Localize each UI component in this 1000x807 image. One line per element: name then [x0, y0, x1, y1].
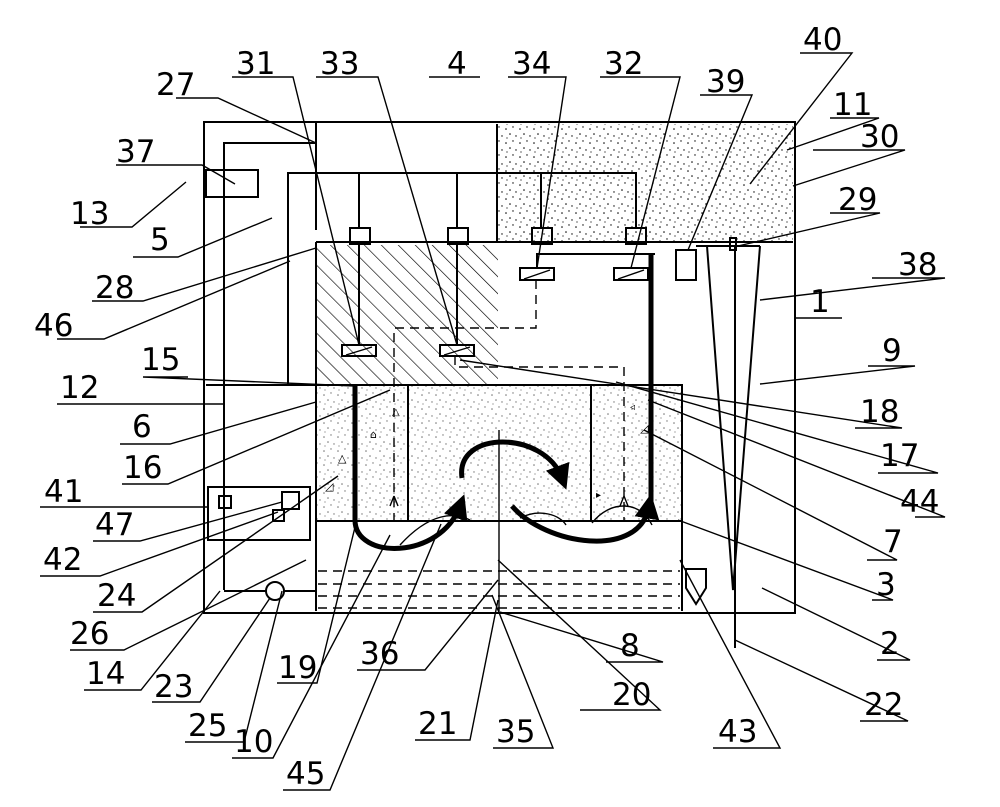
faint-flow-curve-3	[591, 505, 653, 526]
flow-arrow-left	[352, 385, 468, 551]
label-44: 44	[900, 484, 939, 520]
cone-funnel-38	[706, 245, 761, 591]
label-16: 16	[123, 450, 162, 486]
left-return-pipe	[223, 142, 316, 590]
label-29: 29	[838, 182, 877, 218]
label-46: 46	[34, 308, 73, 344]
label-6: 6	[132, 409, 152, 445]
valve-34-blade	[523, 269, 551, 280]
circulation-arrow-core	[459, 439, 570, 490]
label-42: 42	[43, 542, 82, 578]
label-20: 20	[612, 677, 651, 713]
inner-pipe-frame	[287, 172, 637, 385]
faint-flow-curve-1	[399, 514, 471, 546]
faint-flow-curve-2	[519, 512, 567, 526]
label-41: 41	[44, 474, 83, 510]
label-45: 45	[286, 756, 325, 792]
label-9: 9	[882, 333, 902, 369]
label-21: 21	[418, 706, 457, 742]
label-11: 11	[833, 87, 872, 123]
label-10: 10	[234, 724, 273, 760]
svg-text:◿: ◿	[640, 422, 649, 435]
svg-text:▸: ▸	[596, 490, 601, 501]
label-1: 1	[810, 284, 830, 320]
reference-labels: 31 33 4 34 32 39 40 11 30 27 37 29 13 38…	[34, 22, 939, 792]
label-7: 7	[883, 524, 903, 560]
label-28: 28	[95, 270, 134, 306]
sensor-box-39	[675, 249, 697, 281]
control-switch-41	[218, 495, 232, 509]
label-25: 25	[188, 708, 227, 744]
hatched-filter-block	[316, 245, 498, 385]
control-module-47	[281, 491, 300, 510]
svg-text:△: △	[338, 452, 347, 465]
flow-arrow-right	[510, 493, 660, 544]
svg-text:◃: ◃	[630, 402, 635, 413]
label-37: 37	[116, 134, 155, 170]
label-47: 47	[95, 507, 134, 543]
label-38: 38	[898, 247, 937, 283]
nozzle-box-3	[531, 227, 553, 245]
label-3: 3	[876, 567, 896, 603]
label-13: 13	[70, 196, 109, 232]
label-40: 40	[803, 22, 842, 58]
control-module-42	[272, 509, 285, 522]
label-19: 19	[278, 650, 317, 686]
drain-fitting-22	[685, 568, 707, 606]
valve-32-blade	[617, 269, 645, 280]
label-30: 30	[860, 119, 899, 155]
svg-text:△: △	[392, 407, 400, 418]
label-26: 26	[70, 616, 109, 652]
label-24: 24	[97, 578, 136, 614]
label-8: 8	[620, 628, 640, 664]
probe-29	[729, 237, 737, 251]
label-14: 14	[86, 656, 125, 692]
label-33: 33	[320, 46, 359, 82]
box-37	[205, 169, 259, 198]
label-39: 39	[706, 64, 745, 100]
label-12: 12	[60, 370, 99, 406]
label-17: 17	[880, 438, 919, 474]
label-15: 15	[141, 342, 180, 378]
label-32: 32	[604, 46, 643, 82]
label-34: 34	[512, 46, 551, 82]
label-27: 27	[156, 67, 195, 103]
label-4: 4	[447, 46, 467, 82]
svg-text:⌂: ⌂	[370, 428, 377, 441]
top-right-granular-region	[497, 124, 793, 242]
valve-33-blade	[443, 346, 471, 356]
leader-lines	[40, 52, 946, 791]
valve-feed-line	[536, 253, 655, 268]
control-box-41	[207, 486, 311, 541]
nozzle-box-4	[625, 227, 647, 245]
label-36: 36	[360, 636, 399, 672]
label-18: 18	[860, 394, 899, 430]
label-23: 23	[154, 669, 193, 705]
label-31: 31	[236, 46, 275, 82]
label-35: 35	[496, 714, 535, 750]
label-22: 22	[864, 687, 903, 723]
svg-text:◿: ◿	[325, 480, 334, 493]
label-43: 43	[718, 714, 757, 750]
label-2: 2	[880, 626, 900, 662]
label-5: 5	[150, 222, 170, 258]
valve-31-blade	[345, 346, 373, 356]
